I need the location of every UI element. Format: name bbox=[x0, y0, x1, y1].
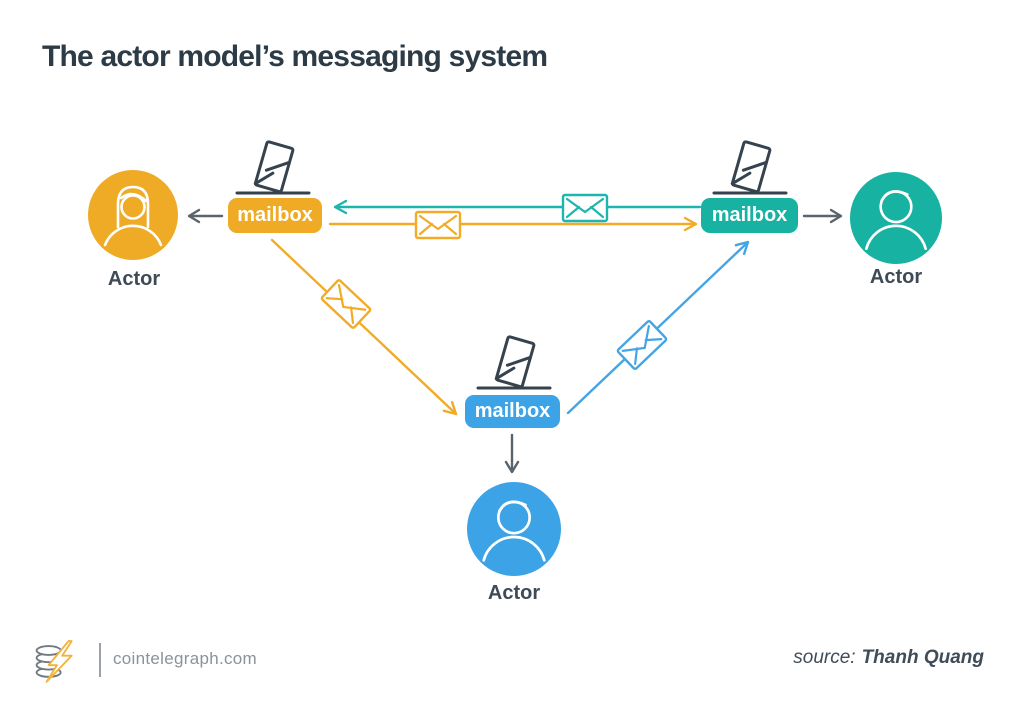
mailbox-badge-left: mailbox bbox=[228, 198, 322, 233]
envelope-into-slot-icon bbox=[235, 140, 311, 195]
person-male-icon bbox=[482, 500, 546, 562]
mailbox-to-actor-arrow-bottom bbox=[504, 433, 520, 474]
message-arrow-bottom-to-right bbox=[566, 240, 750, 415]
source-credit: source:Thanh Quang bbox=[793, 647, 984, 669]
actor-avatar-left bbox=[88, 170, 178, 260]
actor-label-right: Actor bbox=[869, 266, 923, 288]
envelope-icon bbox=[561, 193, 609, 223]
page-title: The actor model’s messaging system bbox=[42, 40, 548, 73]
actor-avatar-bottom bbox=[467, 482, 561, 576]
envelope-into-slot-icon bbox=[712, 140, 788, 195]
actor-label-left: Actor bbox=[107, 268, 161, 290]
mailbox-to-actor-arrow-left bbox=[187, 208, 224, 224]
actor-avatar-right bbox=[850, 172, 942, 264]
envelope-into-slot-icon bbox=[476, 335, 552, 390]
mailbox-to-actor-arrow-right bbox=[802, 208, 843, 224]
envelope-icon bbox=[320, 279, 372, 329]
source-name: Thanh Quang bbox=[861, 647, 984, 668]
envelope-icon bbox=[414, 210, 462, 240]
mailbox-badge-right: mailbox bbox=[701, 198, 798, 233]
footer-site: cointelegraph.com bbox=[113, 649, 258, 668]
actor-label-bottom: Actor bbox=[487, 582, 541, 604]
envelope-icon bbox=[616, 320, 668, 370]
source-prefix: source: bbox=[793, 647, 856, 668]
message-arrow-left-to-right bbox=[328, 210, 698, 240]
person-female-icon bbox=[103, 185, 163, 247]
footer-divider bbox=[99, 643, 101, 677]
person-male-icon bbox=[865, 190, 927, 250]
cointelegraph-logo-icon bbox=[35, 640, 73, 683]
mailbox-badge-bottom: mailbox bbox=[465, 395, 560, 428]
message-arrow-left-to-bottom bbox=[270, 238, 458, 416]
footer: cointelegraph.com source:Thanh Quang bbox=[0, 636, 1024, 696]
message-arrow-right-to-left bbox=[333, 193, 702, 223]
